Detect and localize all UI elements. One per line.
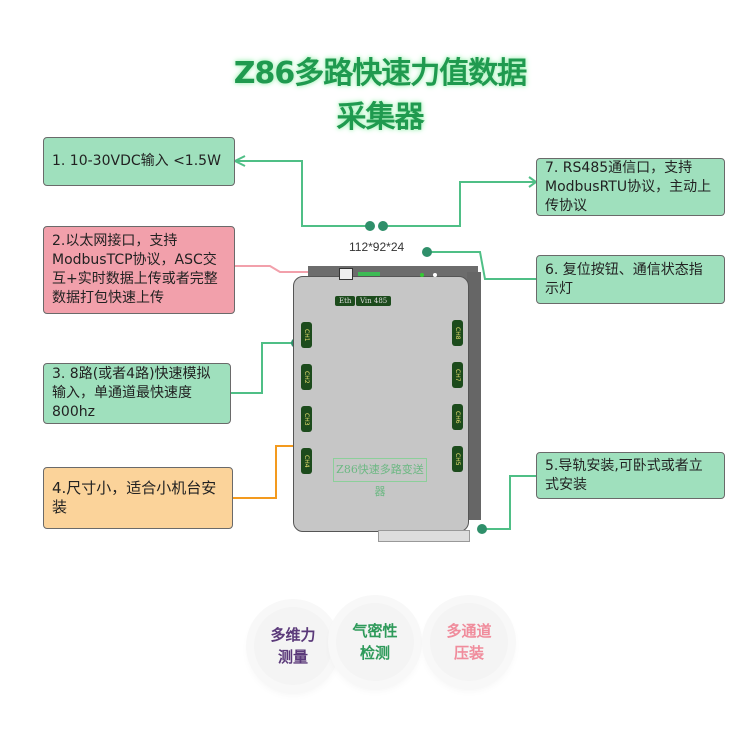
channel-label: CH1 (301, 322, 312, 348)
connector-dot (365, 221, 375, 231)
channel-label: CH2 (301, 364, 312, 390)
vin-485-label: Vin 485 (356, 296, 392, 306)
page-title: Z86多路快速力值数据采集器 (233, 56, 528, 135)
badge-text: 气密性 (352, 622, 398, 640)
feature-analog-input: 3. 8路(或者4路)快速模拟输入，单通道最快速度800hz (43, 363, 231, 424)
badge-multi-force: 多维力测量 (254, 607, 332, 685)
channel-label: CH3 (301, 406, 312, 432)
channel-label: CH4 (301, 448, 312, 474)
eth-label: Eth (335, 296, 356, 306)
channel-label: CH7 (452, 362, 463, 388)
badge-text: 压装 (453, 644, 484, 662)
feature-size: 4.尺寸小，适合小机台安装 (43, 467, 233, 529)
feature-rail-mount: 5.导轨安装,可卧式或者立式安装 (536, 452, 725, 499)
channel-label: CH8 (452, 320, 463, 346)
terminal-block (358, 272, 380, 276)
feature-power: 1. 10-30VDC输入 <1.5W (43, 137, 235, 186)
badge-leak-test: 气密性检测 (336, 603, 414, 681)
din-rail-clip (378, 530, 470, 542)
badge-text: 多维力 (270, 626, 316, 644)
status-led (420, 273, 424, 277)
channel-label: CH6 (452, 404, 463, 430)
feature-rs485: 7. RS485通信口，支持ModbusRTU协议，主动上传协议 (536, 158, 725, 216)
device-name-label: Z86快速多路变送器 (333, 458, 427, 498)
dimension-label: 112*92*24 (349, 240, 405, 254)
device-side (467, 272, 481, 520)
feature-reset-led: 6. 复位按钮、通信状态指示灯 (536, 255, 725, 304)
feature-ethernet: 2.以太网接口，支持ModbusTCP协议，ASC交互+实时数据上传或者完整数据… (43, 226, 235, 314)
reset-button (433, 273, 437, 277)
channel-label: CH5 (452, 446, 463, 472)
badge-multi-press: 多通道压装 (430, 603, 508, 681)
badge-text: 测量 (277, 648, 308, 666)
badge-text: 检测 (359, 644, 390, 662)
ethernet-port (339, 268, 353, 280)
badge-text: 多通道 (446, 622, 492, 640)
